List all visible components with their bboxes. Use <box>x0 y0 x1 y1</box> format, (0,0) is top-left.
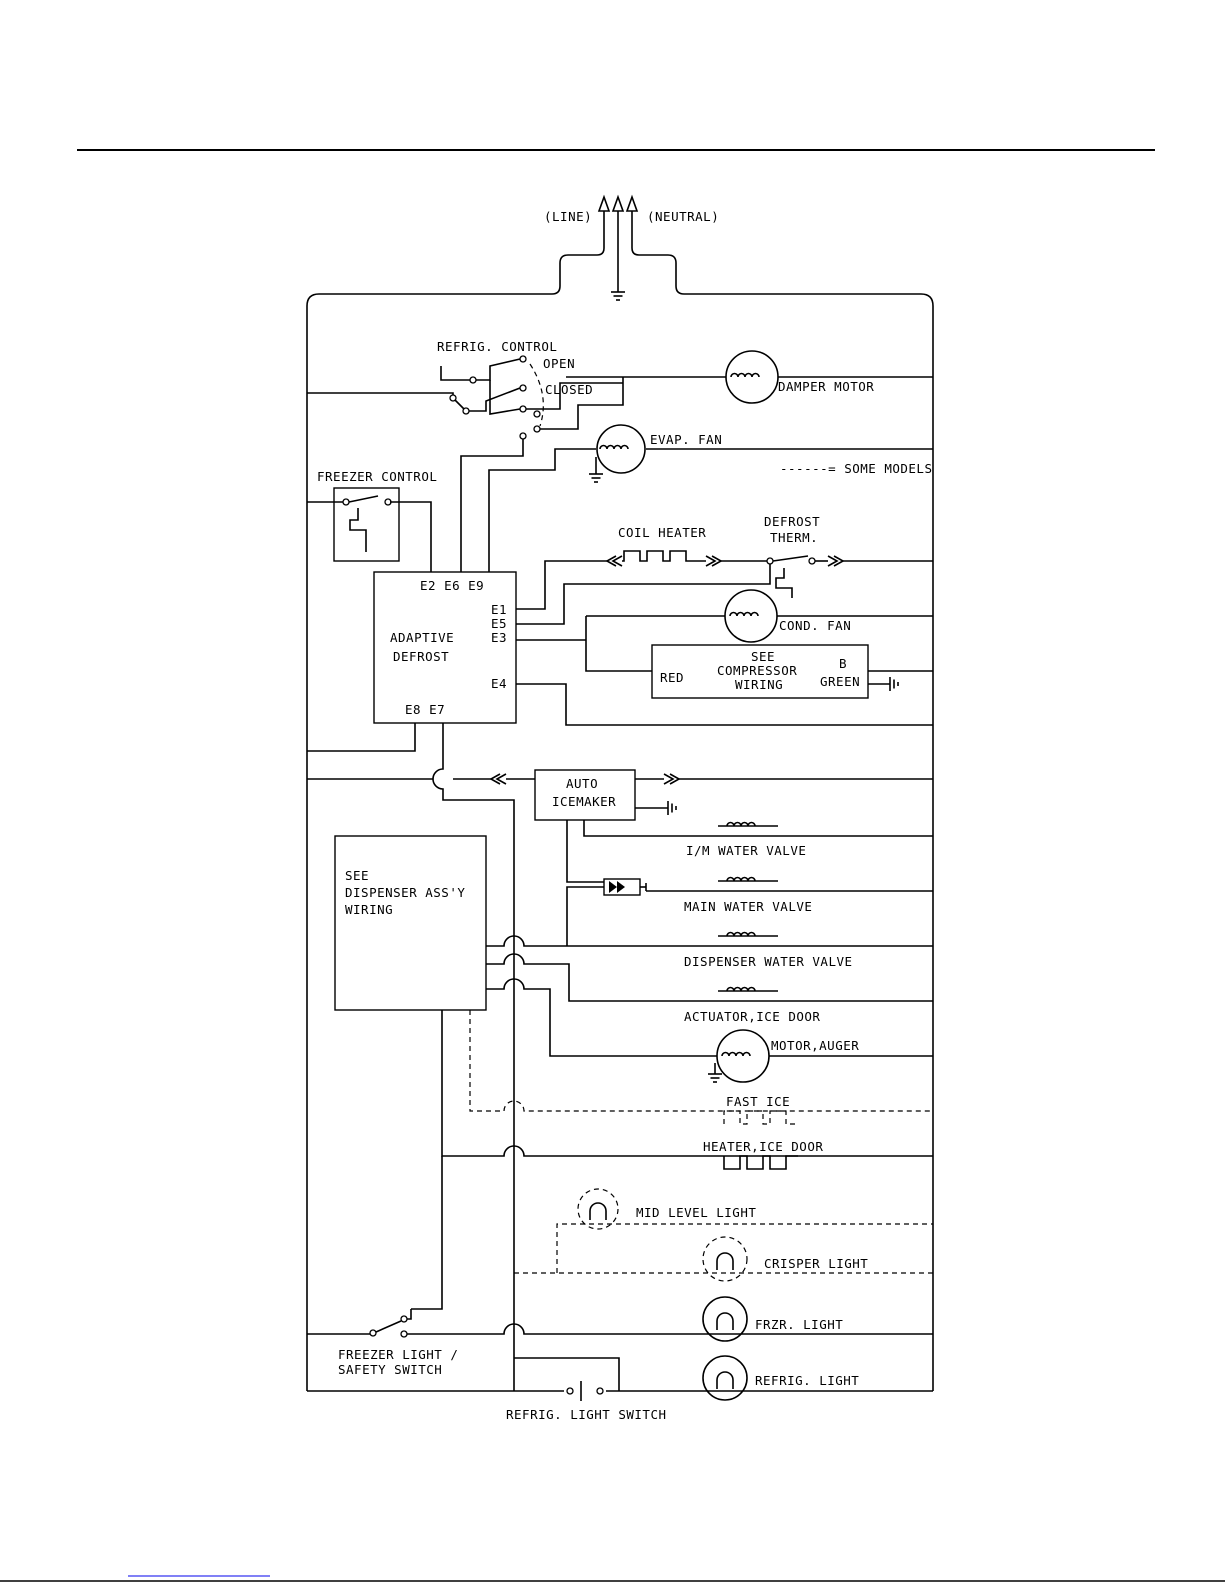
freezer-light-switch-label-1: FREEZER LIGHT / <box>338 1347 458 1362</box>
evap-fan-label: EVAP. FAN <box>650 432 722 447</box>
adaptive-defrost-box <box>373 571 517 724</box>
defrost-therm-symbol <box>766 555 845 598</box>
refrig-control-label: REFRIG. CONTROL <box>437 339 557 354</box>
crisper-light-symbol <box>702 1236 748 1282</box>
freezer-control-label: FREEZER CONTROL <box>317 469 437 484</box>
crisper-light-label: CRISPER LIGHT <box>764 1256 868 1271</box>
evap-fan-symbol <box>588 424 646 483</box>
open-label: OPEN <box>543 356 575 371</box>
refrig-control <box>307 355 624 575</box>
compressor-b-label: B <box>839 656 847 671</box>
heater-ice-door-symbol <box>723 1155 798 1170</box>
defrost-therm-label-2: THERM. <box>770 530 818 545</box>
compressor-green-label: GREEN <box>820 674 860 689</box>
adaptive-defrost-e-bottom: E8 E7 <box>405 702 445 717</box>
adaptive-defrost-e1: E1 <box>491 602 507 617</box>
compressor-label-1: SEE <box>751 649 775 664</box>
dispenser-water-valve-symbol <box>718 931 778 937</box>
heater-ice-door-label: HEATER,ICE DOOR <box>703 1139 823 1154</box>
dispenser-label-3: WIRING <box>345 902 393 917</box>
motor-auger-label: MOTOR,AUGER <box>771 1038 859 1053</box>
compressor-label-3: WIRING <box>735 677 783 692</box>
adaptive-defrost-e-top: E2 E6 E9 <box>420 578 484 593</box>
line-label: (LINE) <box>544 209 592 224</box>
mid-level-light-symbol <box>577 1188 619 1230</box>
damper-motor-label: DAMPER MOTOR <box>778 379 874 394</box>
dispenser-label-2: DISPENSER ASS'Y <box>345 885 465 900</box>
actuator-ice-door-symbol <box>718 986 778 992</box>
adaptive-defrost-e3: E3 <box>491 630 507 645</box>
cond-fan-symbol <box>724 589 778 643</box>
mid-level-light-label: MID LEVEL LIGHT <box>636 1205 756 1220</box>
refrig-light-label: REFRIG. LIGHT <box>755 1373 859 1388</box>
cond-fan-label: COND. FAN <box>779 618 851 633</box>
some-models-note: ------= SOME MODELS <box>780 461 933 476</box>
motor-auger-symbol <box>707 1029 770 1083</box>
main-water-valve-symbol <box>718 876 778 882</box>
frzr-light-symbol <box>702 1296 748 1342</box>
refrig-light-switch-label: REFRIG. LIGHT SWITCH <box>506 1407 667 1422</box>
fast-ice-label: FAST ICE <box>726 1094 790 1109</box>
closed-label: CLOSED <box>545 382 593 397</box>
dispenser-label-1: SEE <box>345 868 369 883</box>
power-cord <box>306 194 934 307</box>
adaptive-defrost-title-2: DEFROST <box>393 649 449 664</box>
neutral-label: (NEUTRAL) <box>647 209 719 224</box>
defrost-therm-label-1: DEFROST <box>764 514 820 529</box>
auto-icemaker-label-2: ICEMAKER <box>552 794 616 809</box>
coil-heater-label: COIL HEATER <box>618 525 706 540</box>
frzr-light-label: FRZR. LIGHT <box>755 1317 843 1332</box>
adaptive-defrost-title-1: ADAPTIVE <box>390 630 454 645</box>
im-water-valve-symbol <box>718 821 778 827</box>
diode-block <box>603 878 647 896</box>
dispenser-water-valve-label: DISPENSER WATER VALVE <box>684 954 853 969</box>
dispenser-assy-box <box>334 835 487 1011</box>
adaptive-defrost-e5: E5 <box>491 616 507 631</box>
compressor-label-2: COMPRESSOR <box>717 663 797 678</box>
refrig-light-switch-symbol <box>564 1381 606 1401</box>
refrig-light-symbol <box>702 1355 748 1401</box>
adaptive-defrost-e4: E4 <box>491 676 507 691</box>
freezer-light-switch-label-2: SAFETY SWITCH <box>338 1362 442 1377</box>
fast-ice-symbol <box>723 1110 798 1125</box>
compressor-red-label: RED <box>660 670 684 685</box>
im-water-valve-label: I/M WATER VALVE <box>686 843 806 858</box>
coil-heater-symbol <box>605 550 723 567</box>
auto-icemaker-box <box>534 769 636 821</box>
actuator-ice-door-label: ACTUATOR,ICE DOOR <box>684 1009 820 1024</box>
main-water-valve-label: MAIN WATER VALVE <box>684 899 812 914</box>
auto-icemaker-label-1: AUTO <box>566 776 598 791</box>
damper-motor-symbol <box>725 350 779 404</box>
